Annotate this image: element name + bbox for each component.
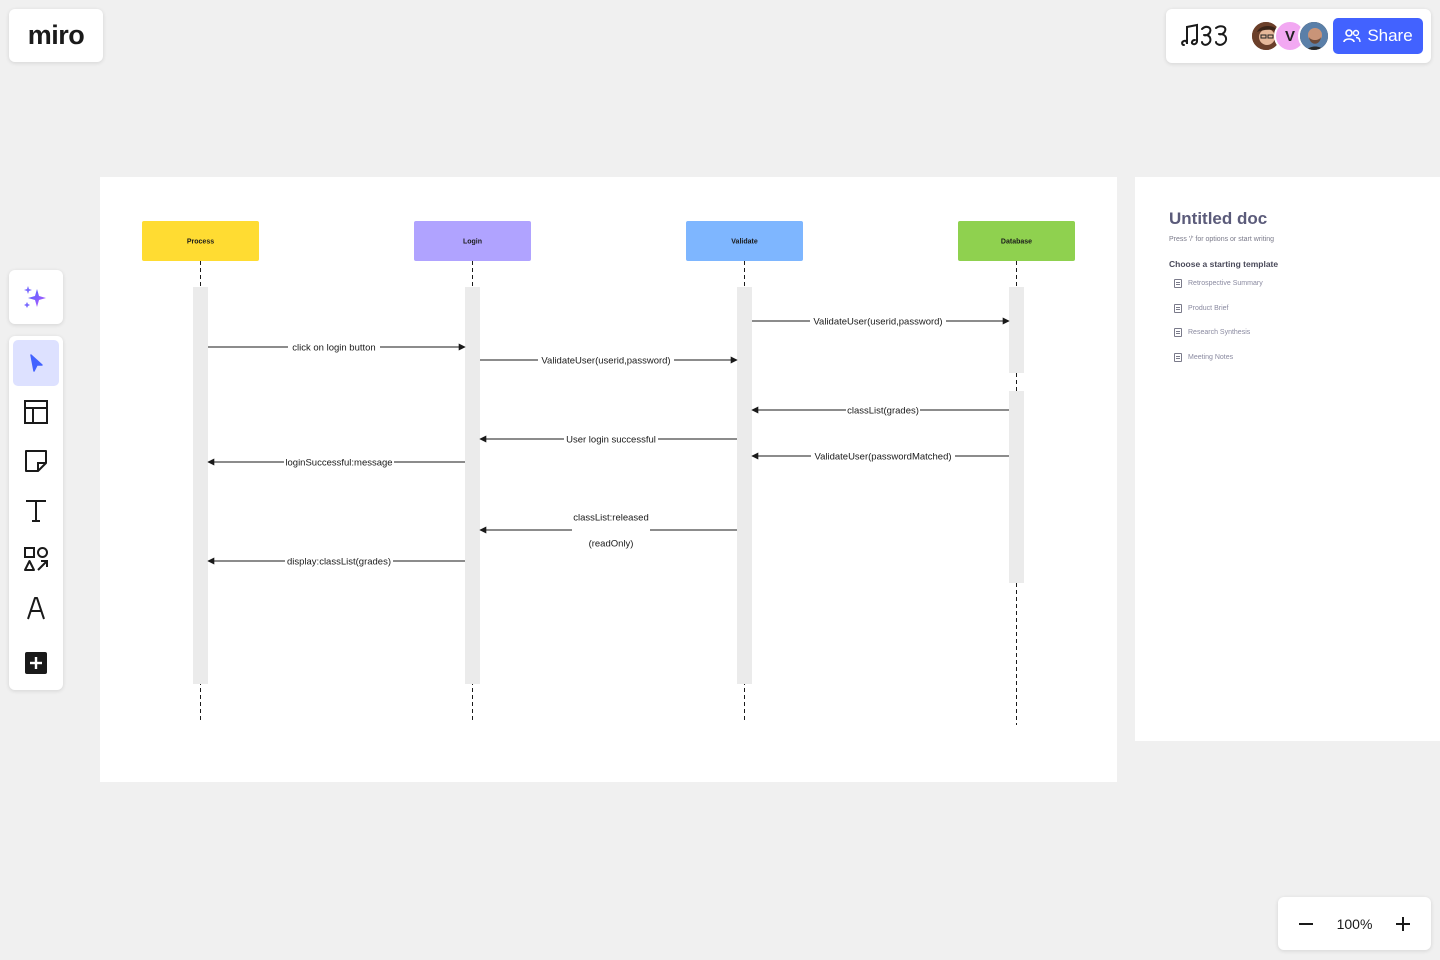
message-label-secondary: (readOnly)	[589, 539, 634, 550]
template-label: Meeting Notes	[1188, 354, 1234, 361]
board-glyph-icon[interactable]	[1180, 23, 1234, 49]
users-icon	[1343, 29, 1362, 43]
message-label: loginSuccessful:message	[285, 458, 392, 469]
plus-icon	[1396, 916, 1410, 931]
activation-login	[465, 287, 480, 684]
actor-validate-box[interactable]	[686, 221, 803, 261]
collaborator-avatar-3[interactable]	[1298, 20, 1330, 52]
activation-database-1	[1009, 287, 1024, 373]
message-label: classList:released	[573, 513, 649, 524]
actor-database-box[interactable]	[958, 221, 1075, 261]
shapes-tool[interactable]	[13, 536, 59, 582]
layout-icon	[24, 400, 48, 424]
document-icon	[1174, 304, 1182, 313]
template-label: Retrospective Summary	[1188, 280, 1263, 287]
activation-validate	[737, 287, 752, 684]
plus-square-icon	[25, 652, 47, 674]
more-tools-button[interactable]	[13, 640, 59, 686]
template-label: Research Synthesis	[1188, 329, 1251, 336]
zoom-control: 100%	[1278, 897, 1431, 950]
actor-login-label: Login	[463, 239, 482, 246]
avatar-photo-icon	[1252, 22, 1280, 50]
zoom-level[interactable]: 100%	[1336, 915, 1373, 932]
document-icon	[1174, 328, 1182, 337]
template-item[interactable]: Meeting Notes	[1174, 353, 1233, 362]
sticky-note-icon	[25, 450, 47, 472]
miro-logo[interactable]: miro	[9, 9, 103, 62]
actor-login-box[interactable]	[414, 221, 531, 261]
message-label: User login successful	[566, 435, 656, 446]
creation-toolbar	[9, 336, 63, 690]
avatar-photo-icon	[1300, 22, 1328, 50]
template-item[interactable]: Research Synthesis	[1174, 328, 1250, 337]
ai-assist-button[interactable]	[9, 270, 63, 324]
pen-tool[interactable]	[13, 585, 59, 631]
sticky-note-tool[interactable]	[13, 438, 59, 484]
zoom-in-button[interactable]	[1389, 910, 1417, 938]
message-label: display:classList(grades)	[287, 557, 391, 568]
select-tool[interactable]	[13, 340, 59, 386]
templates-tool[interactable]	[13, 389, 59, 435]
document-icon	[1174, 353, 1182, 362]
template-item[interactable]: Product Brief	[1174, 304, 1228, 313]
template-item[interactable]: Retrospective Summary	[1174, 279, 1263, 288]
pen-icon	[27, 597, 45, 620]
logo-text: miro	[27, 20, 85, 50]
actor-process-box[interactable]	[142, 221, 259, 261]
message-label: ValidateUser(userid,password)	[813, 317, 942, 328]
cursor-icon	[30, 354, 43, 372]
share-label: Share	[1367, 26, 1413, 45]
actor-validate-label: Validate	[731, 239, 758, 246]
board-frame[interactable]: Process Login Validate Database Validate…	[100, 177, 1117, 782]
template-label: Product Brief	[1188, 305, 1229, 312]
activation-database-2	[1009, 391, 1024, 583]
avatar-initial: V	[1284, 27, 1295, 45]
zoom-out-button[interactable]	[1292, 910, 1320, 938]
text-tool[interactable]	[13, 487, 59, 533]
document-icon	[1174, 279, 1182, 288]
doc-panel[interactable]: Untitled doc Press '/' for options or st…	[1135, 177, 1440, 741]
actor-process-label: Process	[187, 239, 214, 246]
actor-database-label: Database	[1001, 239, 1032, 246]
top-right-bar: V Share	[1166, 9, 1431, 63]
text-icon	[26, 500, 46, 522]
doc-hint: Press '/' for options or start writing	[1169, 236, 1274, 243]
message-label: ValidateUser(passwordMatched)	[814, 452, 951, 463]
doc-title[interactable]: Untitled doc	[1169, 209, 1268, 228]
share-button[interactable]: Share	[1333, 18, 1423, 54]
templates-heading: Choose a starting template	[1169, 259, 1279, 269]
message-label: classList(grades)	[847, 406, 919, 417]
sequence-diagram[interactable]: Process Login Validate Database Validate…	[100, 177, 1117, 782]
activation-process	[193, 287, 208, 684]
message-label: click on login button	[292, 343, 375, 354]
message-label: ValidateUser(userid,password)	[541, 356, 670, 367]
shapes-icon	[24, 547, 48, 571]
sparkles-icon	[24, 286, 46, 308]
minus-icon	[1299, 922, 1313, 925]
